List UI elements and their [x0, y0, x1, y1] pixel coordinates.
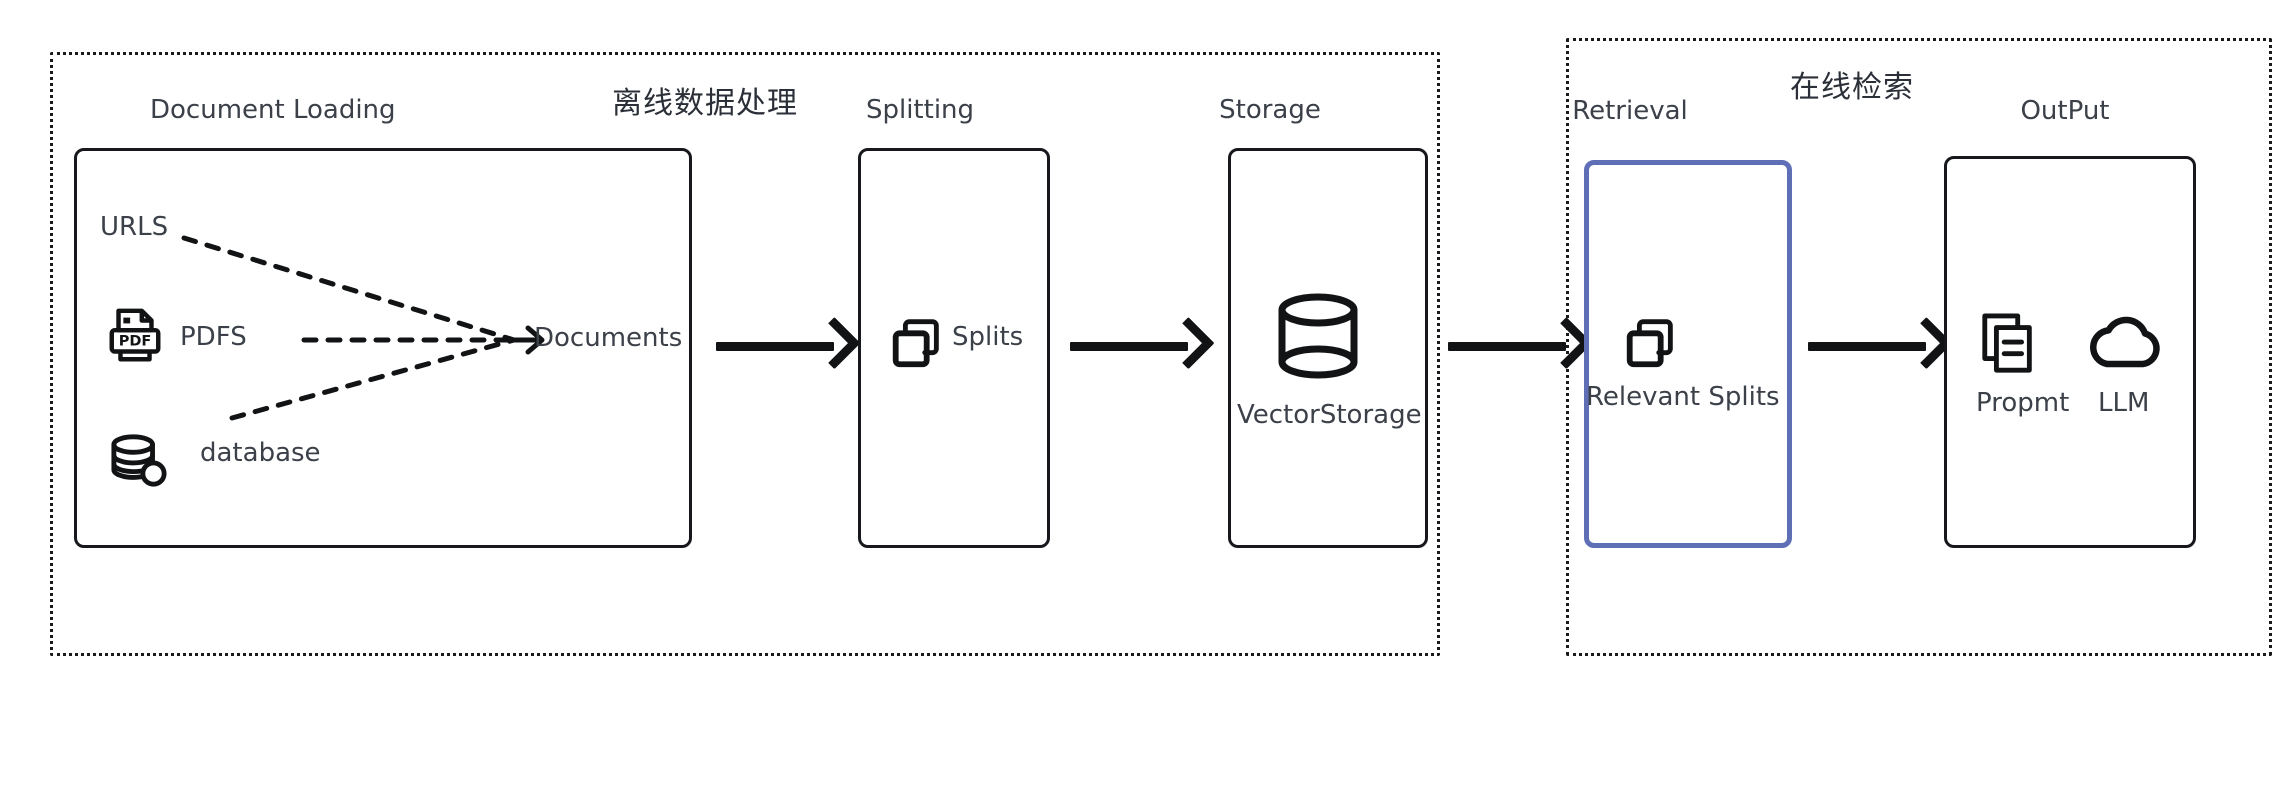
source-label-pdfs[interactable]: PDFS — [180, 322, 247, 352]
panel-offline-title: 离线数据处理 — [612, 86, 798, 121]
panel-offline-data-processing — [50, 52, 1440, 656]
arrow-retrieval-to-output — [1808, 316, 1953, 372]
cloud-icon — [2086, 310, 2162, 372]
arrow-loading-to-splitting — [716, 316, 861, 372]
stage-label-splitting: Splitting — [865, 95, 975, 125]
cylinder-database-icon — [1272, 290, 1364, 382]
source-label-urls[interactable]: URLS — [100, 212, 169, 242]
copy-squares-icon — [886, 312, 948, 372]
documents-label[interactable]: Documents — [534, 323, 683, 353]
prompt-label[interactable]: Propmt — [1976, 388, 2070, 418]
copy-squares-icon — [1620, 312, 1682, 372]
vector-storage-label[interactable]: VectorStorage — [1237, 400, 1422, 430]
source-connector-lines — [181, 235, 517, 421]
source-label-database[interactable]: database — [200, 438, 321, 468]
pdf-file-icon: PDF — [104, 305, 166, 367]
splitting-box[interactable] — [858, 148, 1050, 548]
stage-label-retrieval: Retrieval — [1572, 96, 1688, 126]
database-icon — [108, 432, 170, 490]
document-loading-box[interactable] — [74, 148, 692, 548]
panel-online-retrieval — [1566, 38, 2272, 656]
svg-text:PDF: PDF — [119, 334, 152, 350]
documents-arrowhead-icon — [503, 325, 545, 355]
stage-label-storage: Storage — [1219, 95, 1321, 125]
documents-stack-icon — [1978, 310, 2040, 378]
splits-label[interactable]: Splits — [952, 322, 1024, 352]
relevant-splits-label[interactable]: Relevant Splits — [1586, 382, 1780, 412]
panel-online-title: 在线检索 — [1790, 70, 1914, 105]
arrow-splitting-to-storage — [1070, 316, 1215, 372]
stage-label-output: OutPut — [2020, 96, 2110, 126]
arrow-storage-to-retrieval — [1448, 316, 1593, 372]
stage-label-document-loading: Document Loading — [150, 95, 396, 125]
llm-label[interactable]: LLM — [2098, 388, 2150, 418]
retrieval-box[interactable] — [1584, 160, 1792, 548]
